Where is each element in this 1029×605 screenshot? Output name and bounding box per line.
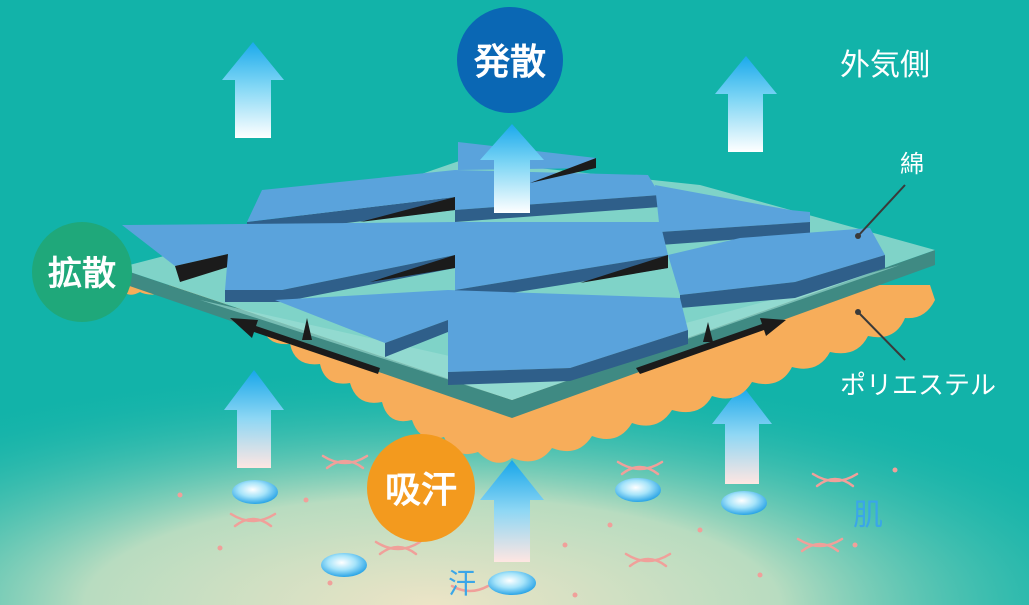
polyester-label: ポリエステル (840, 371, 996, 401)
diffusion-badge: 拡散 (32, 222, 132, 322)
cotton-label: 綿 (900, 150, 924, 178)
skin-hair-icon (229, 454, 859, 593)
sweat-label: 汗 (448, 567, 476, 600)
skin-dots (177, 467, 898, 598)
wicking-arrow-icon (230, 318, 786, 374)
evaporation-label: 発散 (474, 42, 546, 83)
leader-lines (857, 184, 906, 361)
cotton-tiles (122, 142, 885, 385)
skin-label: 肌 (853, 498, 883, 533)
evaporation-badge: 発散 (457, 7, 563, 113)
absorption-label: 吸汗 (385, 470, 457, 511)
diffusion-label: 拡散 (48, 254, 116, 294)
sweat-droplet-icon (232, 478, 767, 595)
up-arrow-icon (224, 370, 772, 562)
outside-label: 外気側 (840, 48, 930, 83)
fabric-base-side (118, 250, 935, 418)
absorption-badge: 吸汗 (367, 434, 475, 542)
up-arrow-icon (222, 42, 777, 213)
